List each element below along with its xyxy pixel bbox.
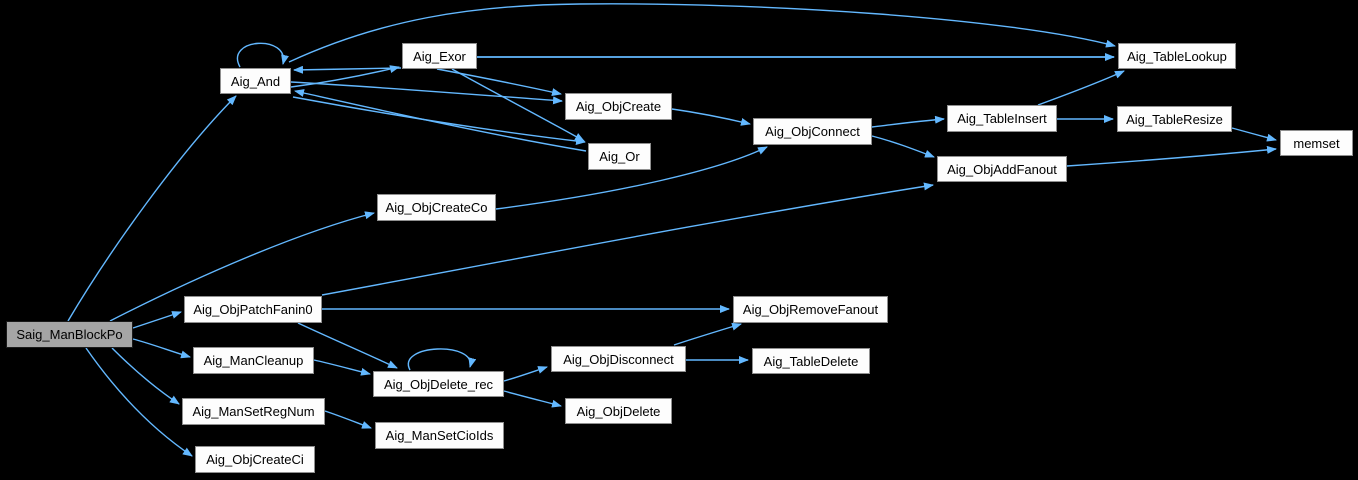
- call-edge-aig_objdelete_rec-to-aig_objdelete_rec: [407, 348, 477, 371]
- call-edge-aig_tableinsert-to-aig_tablelookup: [1037, 70, 1125, 106]
- graph-node-saig_manblockpo: Saig_ManBlockPo: [6, 321, 133, 348]
- call-edge-aig_exor-to-aig_or: [451, 68, 585, 142]
- graph-node-memset[interactable]: memset: [1280, 130, 1353, 156]
- call-edge-aig_exor-to-aig_objcreate: [436, 68, 562, 96]
- call-edge-saig_manblockpo-to-aig_mansetregnum: [111, 347, 180, 405]
- graph-node-aig_objdelete_rec[interactable]: Aig_ObjDelete_rec: [373, 371, 504, 397]
- call-edge-aig_objpatchfanin0-to-aig_objaddfanout: [321, 182, 934, 296]
- call-edge-aig_objconnect-to-aig_objaddfanout: [871, 135, 935, 158]
- graph-node-aig_mancleanup[interactable]: Aig_ManCleanup: [193, 347, 314, 374]
- call-edge-aig_objcreateco-to-aig_objconnect: [495, 146, 768, 210]
- call-edge-aig_and-to-aig_and: [236, 42, 289, 68]
- graph-node-aig_objremovefanout[interactable]: Aig_ObjRemoveFanout: [733, 296, 888, 323]
- call-edge-aig_objcreate-to-aig_objconnect: [671, 108, 751, 126]
- graph-node-aig_and[interactable]: Aig_And: [220, 68, 291, 94]
- call-edge-saig_manblockpo-to-aig_mancleanup: [132, 338, 191, 359]
- call-edge-aig_objaddfanout-to-memset: [1066, 145, 1277, 167]
- graph-node-aig_objpatchfanin0[interactable]: Aig_ObjPatchFanin0: [184, 296, 322, 323]
- call-edge-saig_manblockpo-to-aig_objcreateco: [109, 211, 375, 322]
- call-edge-aig_and-to-aig_objcreate: [290, 81, 563, 105]
- graph-node-aig_mansetcioids[interactable]: Aig_ManSetCioIds: [375, 422, 504, 449]
- call-edge-saig_manblockpo-to-aig_and: [67, 95, 237, 322]
- graph-node-aig_objdelete[interactable]: Aig_ObjDelete: [565, 398, 672, 424]
- call-edge-aig_mansetregnum-to-aig_mansetcioids: [324, 410, 372, 429]
- call-edge-aig_objconnect-to-aig_tableinsert: [871, 115, 945, 128]
- call-edge-aig_and-to-aig_or: [292, 96, 586, 145]
- call-edge-aig_and-to-aig_tablelookup: [288, 3, 1116, 63]
- call-edge-aig_and-to-aig_exor: [290, 65, 400, 88]
- graph-node-aig_mansetregnum[interactable]: Aig_ManSetRegNum: [182, 398, 325, 425]
- call-edge-aig_objdelete_rec-to-aig_objdelete: [503, 390, 562, 408]
- call-edge-saig_manblockpo-to-aig_objpatchfanin0: [132, 311, 182, 329]
- graph-node-aig_objconnect[interactable]: Aig_ObjConnect: [753, 118, 872, 145]
- graph-node-aig_objaddfanout[interactable]: Aig_ObjAddFanout: [937, 156, 1067, 182]
- call-edge-aig_objpatchfanin0-to-aig_objdelete_rec: [297, 322, 398, 369]
- graph-node-aig_tableinsert[interactable]: Aig_TableInsert: [947, 105, 1057, 132]
- call-edge-aig_tableresize-to-memset: [1231, 127, 1277, 142]
- graph-node-aig_tableresize[interactable]: Aig_TableResize: [1117, 106, 1232, 132]
- graph-node-aig_objcreateci[interactable]: Aig_ObjCreateCi: [195, 446, 315, 473]
- call-edge-saig_manblockpo-to-aig_objcreateci: [85, 347, 193, 457]
- graph-node-aig_or[interactable]: Aig_Or: [588, 143, 651, 170]
- call-edge-aig_objdelete_rec-to-aig_objdisconnect: [503, 366, 548, 382]
- graph-node-aig_objcreateco[interactable]: Aig_ObjCreateCo: [377, 194, 496, 221]
- call-edge-aig_mancleanup-to-aig_objdelete_rec: [313, 359, 371, 376]
- graph-node-aig_objdisconnect[interactable]: Aig_ObjDisconnect: [551, 346, 686, 372]
- graph-node-aig_tablelookup[interactable]: Aig_TableLookup: [1118, 43, 1236, 69]
- graph-node-aig_objcreate[interactable]: Aig_ObjCreate: [565, 93, 672, 120]
- graph-node-aig_tabledelete[interactable]: Aig_TableDelete: [752, 348, 870, 374]
- graph-node-aig_exor[interactable]: Aig_Exor: [402, 43, 477, 69]
- call-edge-aig_objdisconnect-to-aig_objremovefanout: [673, 322, 742, 346]
